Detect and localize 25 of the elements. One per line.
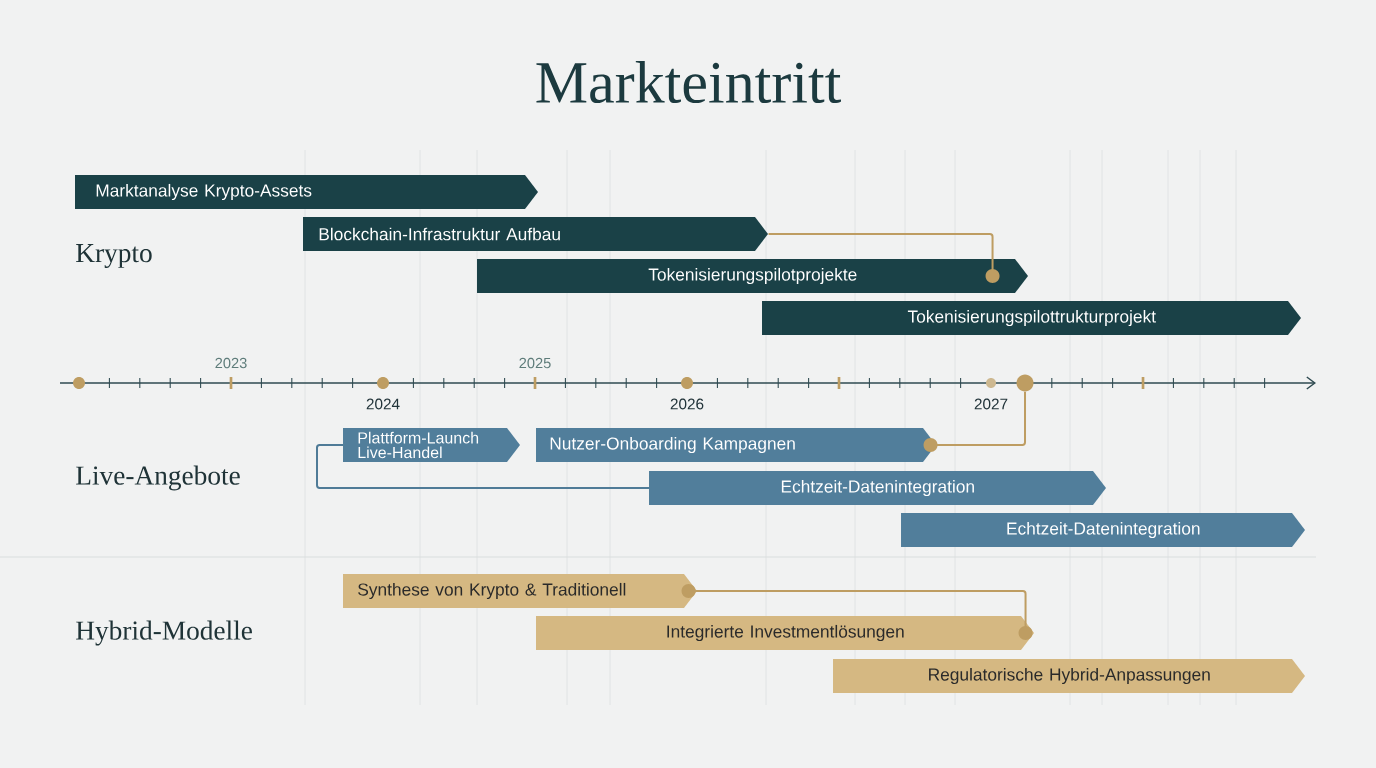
milestone-dot bbox=[1016, 374, 1034, 392]
year-label: 2026 bbox=[670, 398, 704, 410]
gantt-bar: Synthese von Krypto & Traditionell bbox=[343, 574, 697, 608]
year-label: 2023 bbox=[215, 357, 247, 369]
gantt-bar: Regulatorische Hybrid-Anpassungen bbox=[833, 659, 1305, 693]
gantt-bar: Tokenisierungspilotprojekte bbox=[477, 259, 1028, 293]
gantt-bar: Marktanalyse Krypto-Assets bbox=[75, 175, 538, 209]
connector-line bbox=[316, 444, 650, 489]
section-label: Hybrid-Modelle bbox=[76, 620, 252, 646]
title: Markteintritt bbox=[536, 60, 841, 104]
connector-line bbox=[681, 584, 1033, 640]
gantt-bar: Nutzer-Onboarding Kampagnen bbox=[536, 428, 936, 462]
gantt-bar: Echtzeit-Datenintegration bbox=[901, 513, 1305, 547]
gantt-bar: Blockchain-Infrastruktur Aufbau bbox=[303, 217, 768, 251]
gantt-bar: Plattform-Launch Live-Handel bbox=[343, 428, 520, 462]
connector-line bbox=[767, 233, 1000, 283]
gantt-bar: Tokenisierungspilottrukturprojekt bbox=[762, 301, 1301, 335]
section-label: Live-Angebote bbox=[76, 465, 240, 491]
year-label: 2027 bbox=[974, 398, 1008, 410]
year-label: 2025 bbox=[519, 357, 551, 369]
gantt-bar: Echtzeit-Datenintegration bbox=[649, 471, 1106, 505]
year-label: 2024 bbox=[366, 398, 400, 410]
section-label: Krypto bbox=[76, 244, 152, 268]
gantt-bar: Integrierte Investmentlösungen bbox=[536, 616, 1034, 650]
connector-line bbox=[923, 390, 1026, 452]
